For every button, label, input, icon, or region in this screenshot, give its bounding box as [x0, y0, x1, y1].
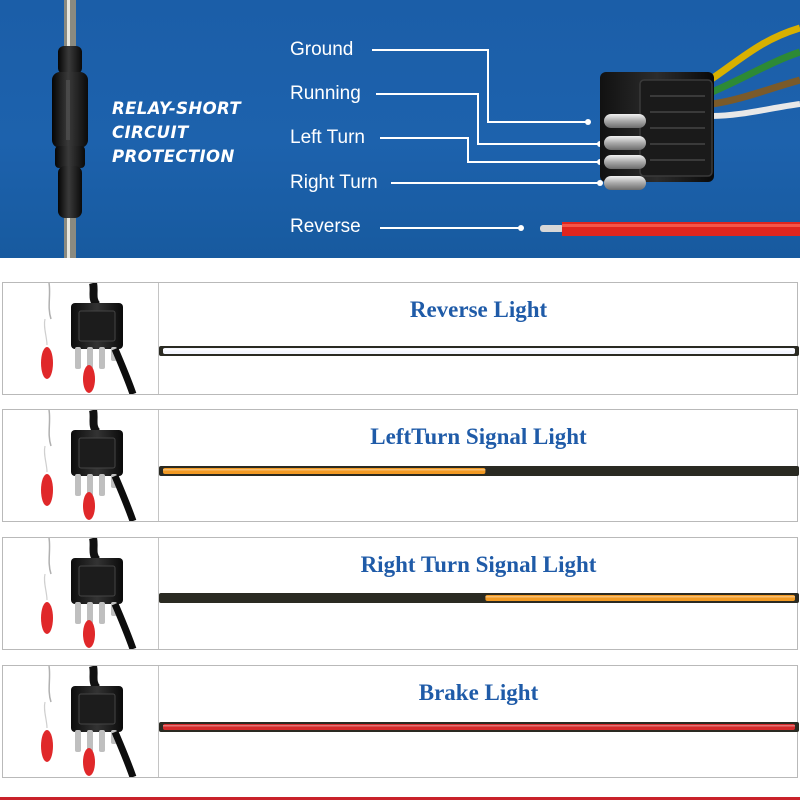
brake-light-row: Brake Light — [2, 665, 799, 778]
reverse-light-row: Reverse Light — [2, 282, 799, 395]
relay-fuse-holder — [52, 46, 88, 218]
wire-label-right-turn: Right Turn — [290, 172, 378, 193]
wire-label-left-turn: Left Turn — [290, 127, 365, 148]
connector-thumbnail — [3, 283, 159, 394]
strip-lit-segment — [163, 348, 795, 354]
bottom-border — [0, 797, 800, 800]
four-pin-connector — [600, 24, 800, 190]
led-strip — [159, 466, 799, 476]
row-title: LeftTurn Signal Light — [370, 424, 587, 449]
strip-highlight — [163, 725, 795, 727]
strip-lit-segment — [485, 595, 795, 601]
right-turn-signal-row: Right Turn Signal Light — [2, 537, 799, 650]
wire-label-reverse: Reverse — [290, 216, 361, 237]
relay-protection-caption: RELAY-SHORT CIRCUIT PROTECTION — [112, 97, 241, 169]
protection-line-3: PROTECTION — [112, 147, 235, 166]
strip-highlight — [163, 469, 486, 471]
row-title: Reverse Light — [409, 297, 548, 322]
strip-lit-segment — [163, 468, 486, 474]
connector-thumbnail — [3, 538, 159, 649]
wiring-banner: RELAY-SHORT CIRCUIT PROTECTION Ground Ru… — [0, 0, 800, 258]
led-strip — [159, 593, 799, 603]
reverse-wire — [540, 222, 800, 236]
led-strip — [159, 346, 799, 356]
strip-highlight — [485, 596, 795, 598]
left-turn-signal-row: LeftTurn Signal Light — [2, 409, 799, 522]
row-title: Right Turn Signal Light — [360, 552, 597, 577]
connector-thumbnail — [3, 666, 159, 777]
strip-highlight — [163, 349, 795, 351]
wire-leader-lines — [372, 49, 600, 229]
wire-label-ground: Ground — [290, 39, 354, 60]
strip-lit-segment — [163, 724, 795, 730]
row-title: Brake Light — [418, 680, 539, 705]
wire-label-running: Running — [290, 83, 361, 104]
protection-line-2: CIRCUIT — [112, 123, 189, 142]
protection-line-1: RELAY-SHORT — [112, 99, 242, 118]
banner-graphics — [52, 0, 800, 258]
connector-thumbnail — [3, 410, 159, 521]
led-strip — [159, 722, 799, 732]
